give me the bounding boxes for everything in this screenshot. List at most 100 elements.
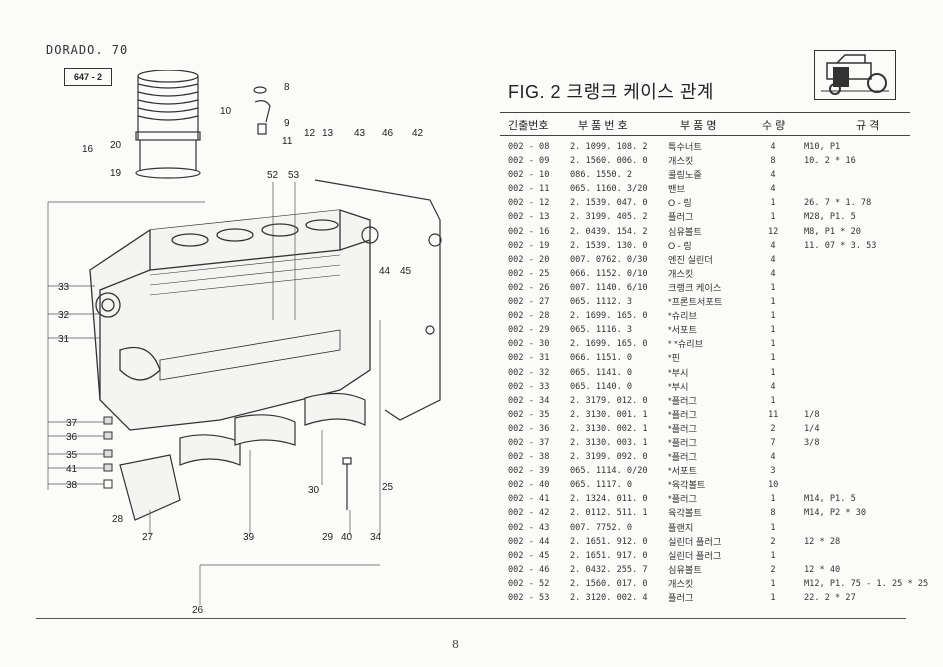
- bottom-rule: [36, 618, 906, 619]
- cell-part-number: 2. 3120. 002. 4: [570, 593, 648, 603]
- callout-44: 44: [379, 266, 391, 277]
- callout-36: 36: [66, 432, 78, 443]
- cell-part-name: 플랜지: [668, 522, 694, 533]
- header-index: 긴출번호: [508, 120, 549, 132]
- cell-quantity: 1: [770, 198, 776, 209]
- callout-20: 20: [110, 140, 122, 151]
- cell-part-number: 2. 1560. 006. 0: [570, 156, 648, 167]
- cell-part-name: *플러그: [668, 409, 697, 420]
- cell-index: 002 - 40: [508, 480, 550, 491]
- callout-12: 12: [304, 128, 316, 139]
- cell-part-name: 특수너트: [668, 142, 702, 152]
- cell-spec: 26. 7 * 1. 78: [804, 198, 872, 209]
- bearing-supports: [119, 392, 366, 521]
- callout-9: 9: [284, 118, 290, 129]
- cell-part-name: *핀: [668, 353, 681, 364]
- crankcase-block: [89, 209, 371, 431]
- cell-quantity: 2: [770, 423, 776, 434]
- cell-quantity: 8: [770, 156, 776, 167]
- callout-40: 40: [341, 532, 353, 543]
- cell-quantity: 8: [770, 508, 776, 519]
- callout-35: 35: [66, 450, 78, 461]
- callout-30: 30: [308, 485, 320, 496]
- cell-index: 002 - 29: [508, 325, 550, 336]
- cell-index: 002 - 32: [508, 367, 550, 378]
- cylinder-liner: [135, 70, 201, 179]
- cell-part-name: *슈리브: [668, 311, 697, 322]
- cell-index: 002 - 26: [508, 282, 550, 293]
- header-quantity: 수 량: [762, 120, 786, 132]
- cell-part-name: *부시: [668, 381, 689, 392]
- cell-part-number: 065. 1160. 3/20: [570, 184, 648, 195]
- cell-index: 002 - 25: [508, 268, 550, 279]
- cell-spec: 1/4: [804, 423, 820, 434]
- cell-part-number: 2. 1539. 047. 0: [570, 198, 648, 209]
- cell-part-name: 엔진 실린더: [668, 254, 713, 265]
- cell-part-number: 2. 0439. 154. 2: [570, 226, 648, 237]
- cell-part-number: 2. 3130. 002. 1: [570, 423, 648, 434]
- callout-37: 37: [66, 418, 78, 429]
- cell-part-number: 066. 1152. 0/10: [570, 268, 648, 279]
- cell-spec: 3/8: [804, 437, 820, 448]
- figure-title: FIG. 2 크랭크 케이스 관계: [508, 82, 714, 102]
- cell-part-number: 065. 1116. 3: [570, 325, 633, 336]
- page-number: 8: [452, 638, 459, 651]
- cell-index: 002 - 39: [508, 466, 550, 477]
- cell-part-name: 개스킷: [668, 156, 694, 167]
- callout-26: 26: [192, 605, 204, 616]
- cell-part-name: *플러그: [668, 395, 697, 406]
- cell-index: 002 - 42: [508, 508, 550, 519]
- cell-index: 002 - 10: [508, 170, 550, 181]
- cell-part-number: 066. 1151. 0: [570, 353, 633, 364]
- callout-41: 41: [66, 464, 78, 475]
- callout-43: 43: [354, 128, 366, 139]
- cell-spec: M14, P1. 5: [804, 494, 856, 505]
- cell-index: 002 - 37: [508, 437, 550, 448]
- cell-part-number: 065. 1114. 0/20: [570, 466, 648, 477]
- cell-quantity: 4: [770, 184, 776, 195]
- cell-quantity: 1: [770, 353, 776, 364]
- cell-quantity: 4: [770, 142, 776, 152]
- cell-part-name: 크랭크 케이스: [668, 282, 722, 293]
- cell-index: 002 - 27: [508, 297, 550, 308]
- cell-part-number: 2. 1651. 912. 0: [570, 536, 648, 547]
- cell-quantity: 1: [770, 593, 776, 603]
- cell-index: 002 - 31: [508, 353, 550, 364]
- cell-quantity: 1: [770, 311, 776, 322]
- cell-part-number: 2. 3179. 012. 0: [570, 395, 648, 406]
- callout-52: 52: [267, 170, 279, 181]
- callout-13: 13: [322, 128, 334, 139]
- callout-16: 16: [82, 144, 94, 155]
- cell-quantity: 1: [770, 494, 776, 505]
- cell-index: 002 - 35: [508, 409, 550, 420]
- cell-part-name: *서포트: [668, 325, 697, 336]
- parts-table-header: 긴출번호 부 품 번 호 부 품 명 수 량 규 격: [500, 112, 910, 136]
- cell-index: 002 - 52: [508, 578, 550, 589]
- cell-index: 002 - 12: [508, 198, 550, 209]
- cell-part-number: 2. 1699. 165. 0: [570, 339, 648, 350]
- cell-quantity: 4: [770, 170, 776, 181]
- model-title: DORADO. 70: [46, 43, 129, 57]
- cell-part-name: *부시: [668, 367, 689, 378]
- cell-spec: M14, P2 * 30: [804, 508, 867, 519]
- callout-28: 28: [112, 514, 124, 525]
- hex-bolt: [342, 457, 352, 510]
- callout-25: 25: [382, 482, 394, 493]
- header-part-name: 부 품 명: [680, 120, 717, 132]
- cell-quantity: 1: [770, 550, 776, 561]
- cell-index: 002 - 16: [508, 226, 550, 237]
- callout-45: 45: [400, 266, 412, 277]
- callout-38: 38: [66, 480, 78, 491]
